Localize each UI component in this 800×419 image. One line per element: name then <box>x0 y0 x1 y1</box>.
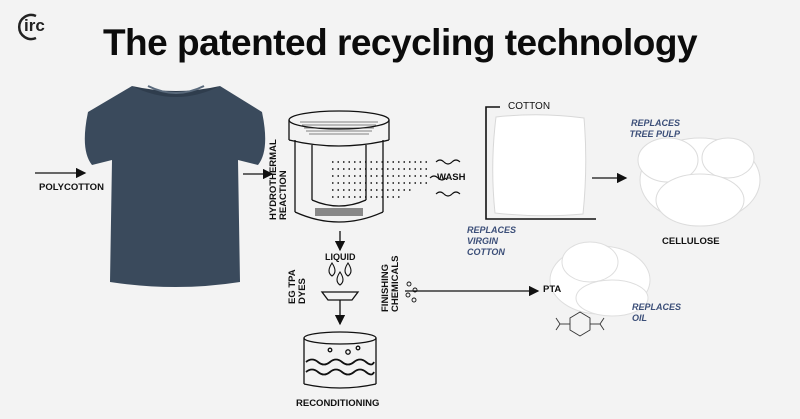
pta-label: PTA <box>543 284 562 295</box>
finishing-chemicals-label: FINISHING CHEMICALS <box>380 255 401 312</box>
chemicals-bubbles-icon <box>405 281 418 303</box>
separator-icon <box>320 291 360 306</box>
reconditioning-label: RECONDITIONING <box>296 398 380 409</box>
cotton-fabric <box>492 114 587 217</box>
polycotton-label: POLYCOTTON <box>39 182 104 193</box>
replaces-tree-line2: TREE PULP <box>629 129 680 139</box>
hydrothermal-line2: REACTION <box>278 170 289 220</box>
eg-tpa-dyes-label: EG TPA DYES <box>287 269 308 304</box>
reactor-mesh <box>300 121 378 135</box>
logo-text: irc <box>24 16 45 35</box>
pta-powder <box>549 241 651 317</box>
tshirt-image <box>84 85 266 287</box>
cotton-bracket <box>485 106 596 220</box>
liquid-label: LIQUID <box>325 252 356 262</box>
replaces-virgin-line2: VIRGIN <box>467 236 499 246</box>
replaces-virgin-line1: REPLACES <box>467 225 517 235</box>
page-title: The patented recycling technology <box>102 22 698 63</box>
eg-line2: DYES <box>297 278 308 304</box>
wash-label: WASH <box>437 172 466 183</box>
cellulose-fluff <box>637 137 761 227</box>
pta-molecule-icon <box>555 311 605 337</box>
circ-logo <box>18 13 37 41</box>
replaces-oil-line2: OIL <box>632 313 647 323</box>
replaces-tree-pulp-label: REPLACES TREE PULP <box>624 118 680 140</box>
liquid-drops-icon <box>328 262 352 286</box>
replaces-virgin-cotton-label: REPLACES VIRGIN COTTON <box>467 225 516 258</box>
replaces-tree-line1: REPLACES <box>630 118 680 128</box>
replaces-oil-label: REPLACES OIL <box>632 302 681 324</box>
cotton-label: COTTON <box>504 101 555 112</box>
hydrothermal-label: HYDROTHERMAL REACTION <box>268 139 289 220</box>
reconditioning-tank <box>303 331 377 389</box>
replaces-oil-line1: REPLACES <box>632 302 682 312</box>
replaces-virgin-line3: COTTON <box>467 247 505 257</box>
dotted-flow <box>332 161 428 198</box>
cellulose-label: CELLULOSE <box>662 236 720 247</box>
wash-waves-icon <box>429 159 461 197</box>
finishing-line2: CHEMICALS <box>390 255 401 312</box>
